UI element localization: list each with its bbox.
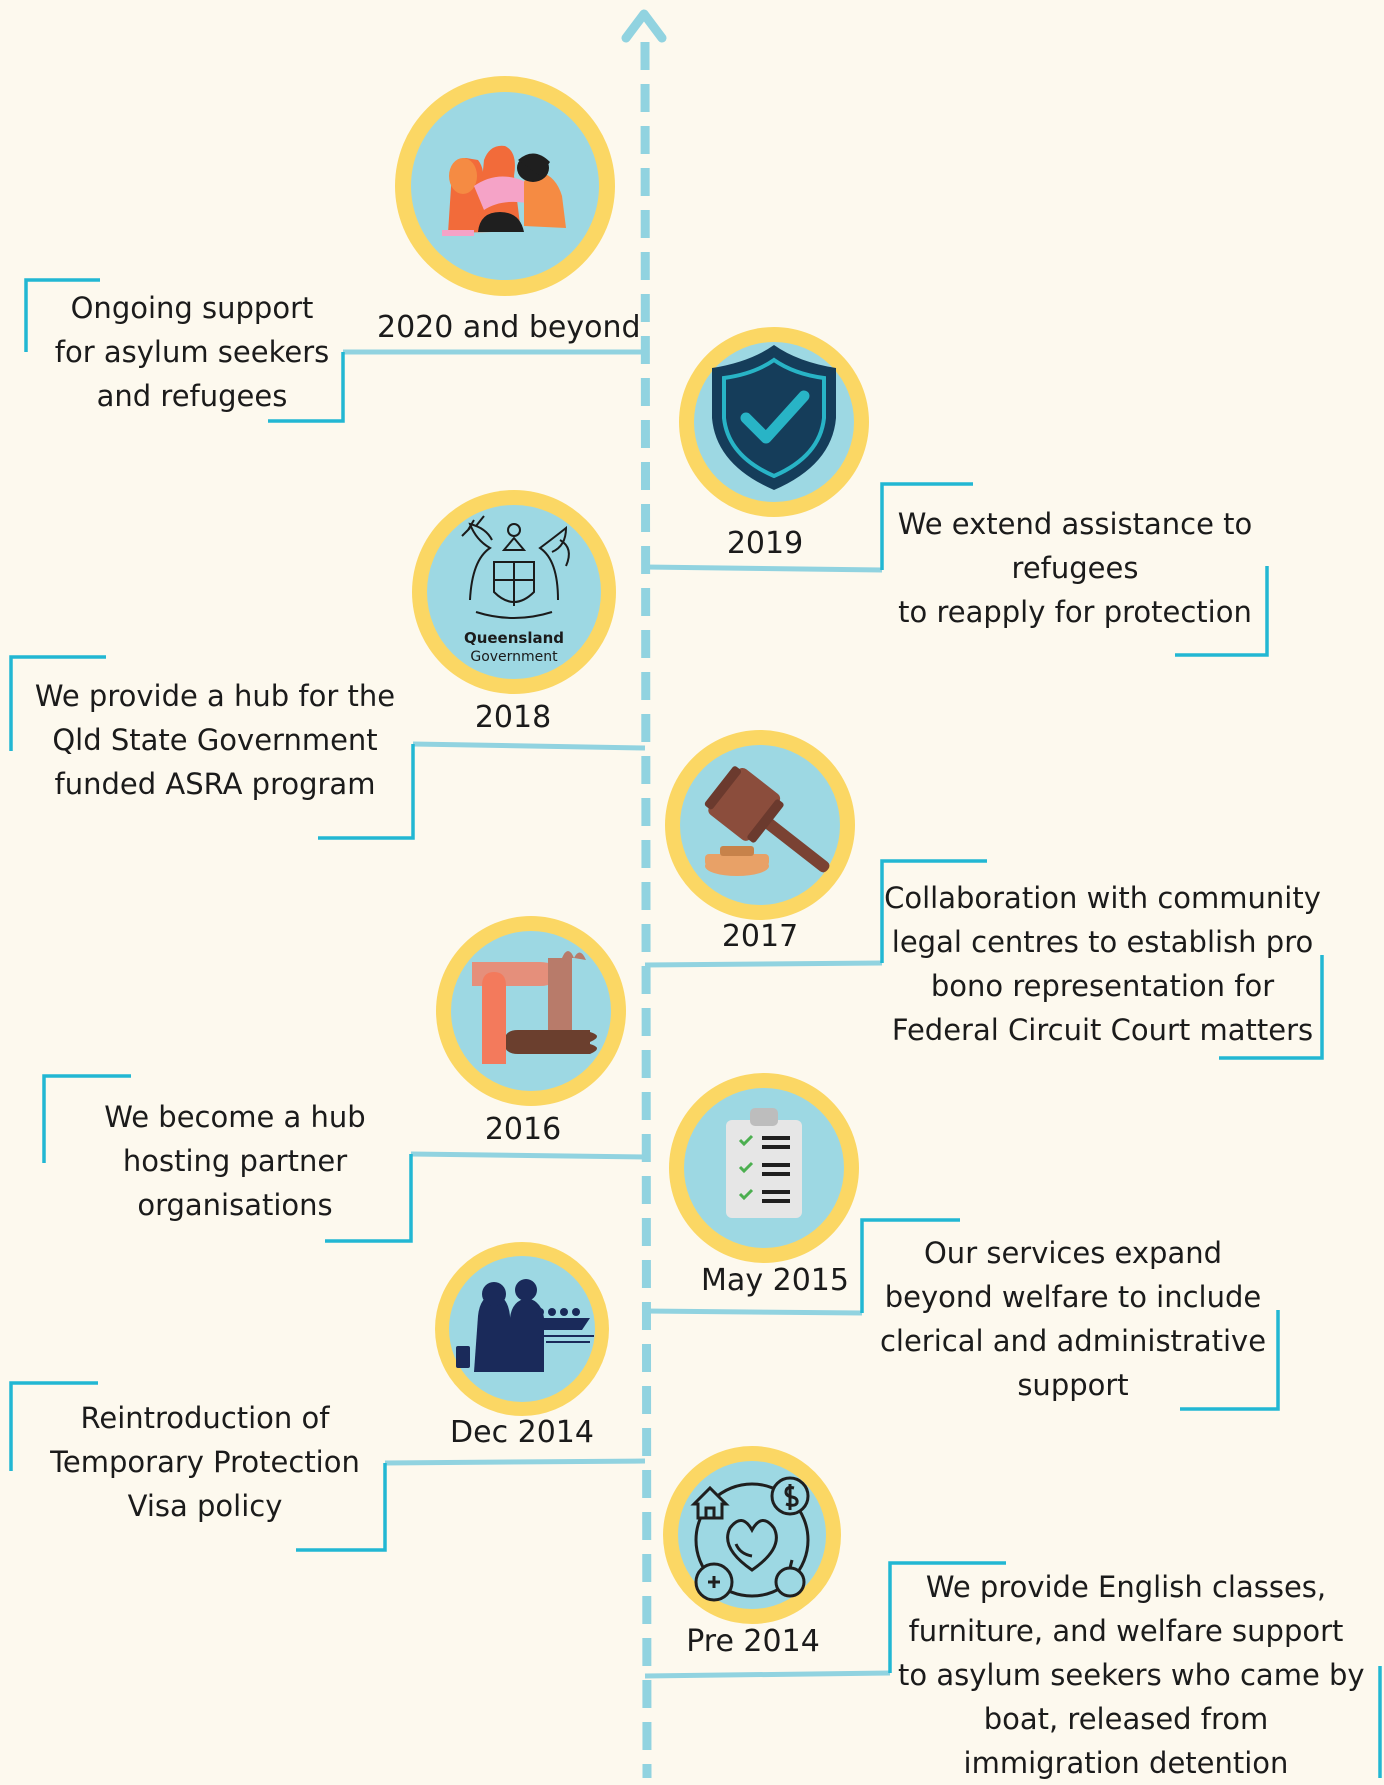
description-line: boat, released from bbox=[983, 1702, 1269, 1736]
description-2019: We extend assistance to refugees to reap… bbox=[880, 502, 1270, 634]
connector-pre-2014 bbox=[644, 1670, 891, 1679]
description-line: Ongoing support bbox=[70, 291, 314, 325]
description-line: funded ASRA program bbox=[54, 767, 376, 801]
description-line: Visa policy bbox=[127, 1489, 283, 1523]
year-label-dec-2014: Dec 2014 bbox=[450, 1415, 594, 1450]
bracket-2020-top bbox=[24, 278, 100, 352]
description-line: clerical and administrative bbox=[879, 1324, 1267, 1358]
description-2020: Ongoing support for asylum seekers and r… bbox=[42, 286, 342, 418]
year-label-2019: 2019 bbox=[726, 526, 804, 561]
description-line: refugees bbox=[1011, 551, 1139, 585]
shield-check-icon bbox=[712, 345, 836, 490]
connector-2018 bbox=[412, 741, 646, 751]
description-pre-2014: We provide English classes, furniture, a… bbox=[898, 1565, 1365, 1785]
connector-2019 bbox=[644, 564, 883, 573]
description-line: for asylum seekers bbox=[54, 335, 330, 369]
description-2018: We provide a hub for the Qld State Gover… bbox=[20, 674, 410, 806]
year-label-may-2015: May 2015 bbox=[701, 1263, 849, 1298]
description-line: Federal Circuit Court matters bbox=[891, 1013, 1314, 1047]
description-line: hosting partner bbox=[122, 1144, 348, 1178]
year-label-2016: 2016 bbox=[484, 1112, 562, 1147]
connector-2016 bbox=[410, 1151, 646, 1160]
description-line: to reapply for protection bbox=[898, 595, 1252, 629]
joined-hands-icon bbox=[472, 951, 597, 1064]
bracket-pre-2014-top bbox=[888, 1561, 1006, 1673]
queensland-government-crest-icon bbox=[461, 515, 570, 619]
year-label-2020: 2020 and beyond bbox=[377, 310, 641, 345]
description-line: immigration detention bbox=[963, 1746, 1289, 1780]
description-line: Reintroduction of bbox=[80, 1401, 330, 1435]
bracket-dec-2014-bottom bbox=[296, 1463, 387, 1552]
checklist-clipboard-icon bbox=[726, 1108, 802, 1218]
description-line: We provide English classes, bbox=[925, 1570, 1327, 1604]
refugee-family-boat-icon bbox=[456, 1279, 594, 1372]
bracket-2019-top bbox=[880, 482, 973, 570]
description-may-2015: Our services expand beyond welfare to in… bbox=[868, 1231, 1278, 1407]
bracket-may-2015-bottom bbox=[1180, 1310, 1280, 1411]
connector-dec-2014 bbox=[384, 1458, 646, 1466]
description-line: Qld State Government bbox=[52, 723, 378, 757]
description-line: legal centres to establish pro bbox=[891, 925, 1314, 959]
bracket-2016-top bbox=[42, 1074, 131, 1163]
description-line: We become a hub bbox=[104, 1100, 366, 1134]
year-label-2017: 2017 bbox=[721, 919, 799, 954]
bracket-may-2015-top bbox=[860, 1218, 960, 1313]
connector-may-2015 bbox=[644, 1308, 863, 1316]
bracket-2020-bottom bbox=[268, 352, 345, 423]
timeline-axis bbox=[640, 41, 652, 1778]
description-2016: We become a hub hosting partner organisa… bbox=[70, 1095, 400, 1227]
bracket-2017-top bbox=[880, 859, 987, 963]
description-line: Collaboration with community bbox=[884, 881, 1321, 915]
year-label-2018: 2018 bbox=[474, 700, 552, 735]
bracket-2017-bottom bbox=[1219, 955, 1324, 1060]
welfare-cycle-icon bbox=[690, 1476, 810, 1602]
bracket-2018-bottom bbox=[318, 744, 415, 840]
description-dec-2014: Reintroduction of Temporary Protection V… bbox=[30, 1396, 380, 1528]
connector-2017 bbox=[644, 960, 883, 968]
bracket-2018-top bbox=[9, 655, 106, 751]
description-line: organisations bbox=[137, 1188, 333, 1222]
crest-text-1: Queensland bbox=[464, 629, 564, 647]
circle-2016 bbox=[436, 916, 626, 1106]
description-line: furniture, and welfare support bbox=[908, 1614, 1344, 1648]
description-line: We provide a hub for the bbox=[34, 679, 396, 713]
description-line: and refugees bbox=[96, 379, 288, 413]
description-line: bono representation for bbox=[930, 969, 1275, 1003]
description-line: We extend assistance to bbox=[897, 507, 1253, 541]
group-of-people-icon bbox=[442, 145, 566, 236]
bracket-2019-bottom bbox=[1175, 566, 1269, 657]
gavel-icon bbox=[704, 766, 830, 876]
crest-text-2: Government bbox=[470, 649, 558, 665]
description-line: Temporary Protection bbox=[50, 1445, 360, 1479]
description-line: to asylum seekers who came by bbox=[898, 1658, 1365, 1692]
description-line: Our services expand bbox=[923, 1236, 1222, 1270]
description-line: beyond welfare to include bbox=[884, 1280, 1262, 1314]
axis-arrow-icon bbox=[621, 9, 667, 43]
description-2017: Collaboration with community legal centr… bbox=[880, 876, 1325, 1052]
bracket-2016-bottom bbox=[325, 1154, 413, 1243]
year-label-pre-2014: Pre 2014 bbox=[686, 1624, 820, 1659]
bracket-dec-2014-top bbox=[9, 1381, 98, 1471]
description-line: support bbox=[1017, 1368, 1129, 1402]
